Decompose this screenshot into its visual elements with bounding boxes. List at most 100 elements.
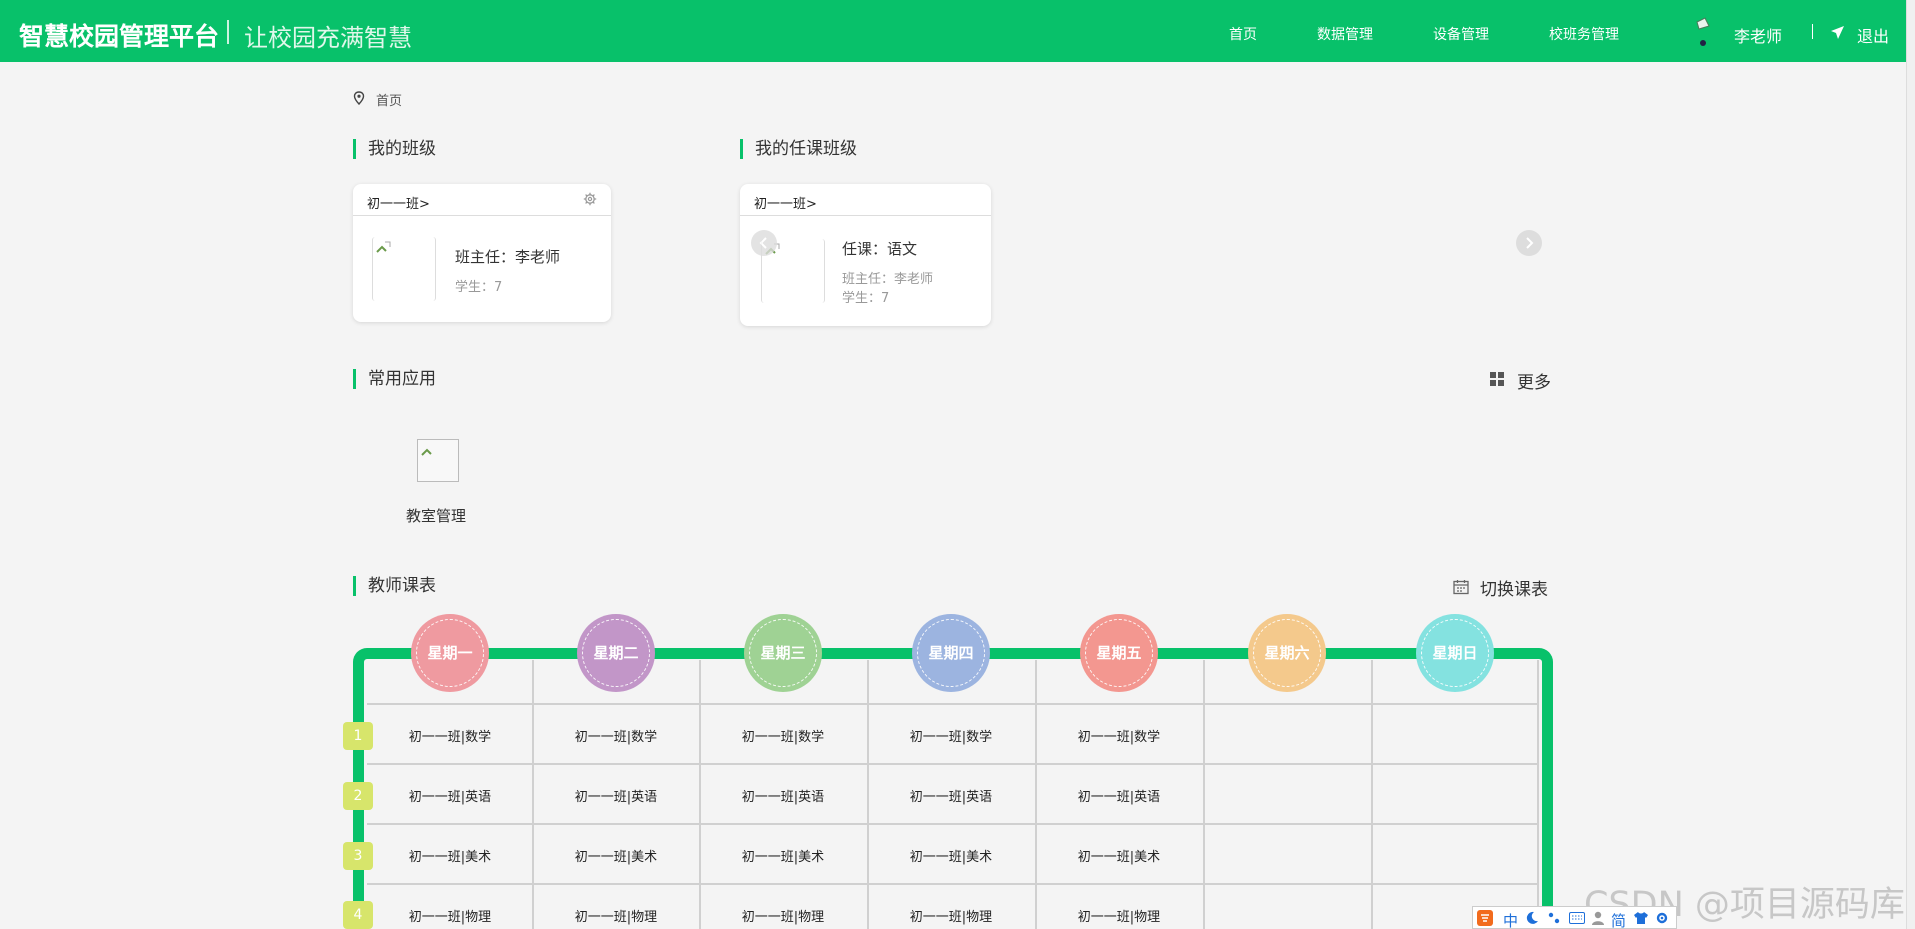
subject-label: 任课：语文 [842, 240, 918, 258]
top-header: 智慧校园管理平台 让校园充满智慧 首页 数据管理 设备管理 校班务管理 李老师 … [0, 0, 1915, 62]
day-header-badge: 星期二 [577, 614, 655, 692]
chevron-right-icon [1526, 237, 1534, 249]
more-apps-button[interactable]: 更多 [1490, 368, 1551, 393]
timetable-cell[interactable]: 初一一班|美术 [408, 850, 492, 865]
user-icon[interactable] [1591, 910, 1605, 926]
grid-column-line [1035, 660, 1037, 929]
skin-shirt-icon[interactable] [1633, 911, 1649, 925]
page-scrollbar[interactable] [1906, 0, 1915, 929]
teaching-class-title: 我的任课班级 [740, 139, 857, 159]
location-pin-icon [353, 91, 365, 105]
brand-title: 智慧校园管理平台 [19, 22, 220, 51]
student-count: 学生：7 [842, 291, 890, 306]
timetable-cell[interactable]: 初一一班|数学 [1077, 730, 1161, 745]
timetable-cell[interactable]: 初一一班|英语 [408, 790, 492, 805]
common-apps-title: 常用应用 [353, 369, 436, 389]
card-header: 初一一班> [353, 184, 611, 216]
grid-row-line [367, 763, 1539, 765]
timetable-cell[interactable]: 初一一班|英语 [1077, 790, 1161, 805]
my-class-card[interactable]: 初一一班> 班主任：李老师 学生：7 [353, 184, 611, 322]
timetable-cell[interactable]: 初一一班|英语 [741, 790, 825, 805]
switch-timetable-button[interactable]: 切换课表 [1453, 575, 1548, 600]
grid-column-line [699, 660, 701, 929]
breadcrumb-home[interactable]: 首页 [376, 94, 403, 109]
brand-divider [227, 20, 229, 44]
day-header-label: 星期三 [760, 644, 806, 662]
period-number-badge: 3 [343, 842, 373, 870]
day-header-badge: 星期六 [1248, 614, 1326, 692]
timetable-cell[interactable]: 初一一班|美术 [741, 850, 825, 865]
punctuation-icon[interactable] [1547, 911, 1561, 925]
timetable-cell[interactable]: 初一一班|物理 [909, 910, 993, 925]
avatar[interactable] [1694, 16, 1722, 48]
timetable-cell[interactable]: 初一一班|物理 [1077, 910, 1161, 925]
class-name-link[interactable]: 初一一班> [367, 197, 430, 212]
nav-device-management[interactable]: 设备管理 [1433, 27, 1489, 43]
sogou-logo-icon [1477, 910, 1493, 926]
timetable-cell[interactable]: 初一一班|美术 [1077, 850, 1161, 865]
more-apps-label: 更多 [1517, 373, 1551, 393]
day-header-label: 星期一 [427, 644, 473, 662]
nav-class-affairs[interactable]: 校班务管理 [1549, 27, 1619, 43]
period-number-badge: 4 [343, 901, 373, 929]
day-header-badge: 星期四 [912, 614, 990, 692]
grid-column-line [867, 660, 869, 929]
class-name-link[interactable]: 初一一班> [754, 197, 817, 212]
timetable-cell[interactable]: 初一一班|英语 [574, 790, 658, 805]
day-header-badge: 星期一 [411, 614, 489, 692]
user-name[interactable]: 李老师 [1734, 27, 1783, 46]
timetable-cell[interactable]: 初一一班|数学 [741, 730, 825, 745]
ime-chinese-mode[interactable]: 中 [1503, 912, 1519, 929]
timetable-cell[interactable]: 初一一班|数学 [909, 730, 993, 745]
brand-slogan: 让校园充满智慧 [244, 24, 412, 52]
header-divider [1812, 24, 1813, 39]
day-header-badge: 星期三 [744, 614, 822, 692]
day-header-label: 星期六 [1264, 644, 1310, 662]
timetable-cell[interactable]: 初一一班|物理 [741, 910, 825, 925]
period-number-badge: 2 [343, 782, 373, 810]
logout-button[interactable]: 退出 [1830, 23, 1889, 47]
grid-column-line [1537, 660, 1539, 929]
ime-toolbar[interactable]: 中 简 [1472, 906, 1677, 929]
classroom-app-label[interactable]: 教室管理 [406, 507, 467, 525]
nav-data-management[interactable]: 数据管理 [1317, 27, 1373, 43]
grid-column-line [532, 660, 534, 929]
grid-column-line [1203, 660, 1205, 929]
settings-gear-icon[interactable] [1655, 911, 1669, 925]
chevron-left-icon [759, 237, 767, 249]
broken-image-icon [421, 448, 432, 456]
timetable-cell[interactable]: 初一一班|美术 [574, 850, 658, 865]
timetable-cell[interactable]: 初一一班|物理 [408, 910, 492, 925]
carousel-next-button[interactable] [1516, 230, 1542, 256]
timetable-cell[interactable]: 初一一班|数学 [408, 730, 492, 745]
my-class-title: 我的班级 [353, 139, 436, 159]
switch-timetable-label: 切换课表 [1480, 580, 1548, 600]
head-teacher-label: 班主任：李老师 [455, 248, 561, 266]
grid-icon [1490, 372, 1504, 386]
nav-home[interactable]: 首页 [1229, 27, 1257, 43]
logout-label: 退出 [1857, 27, 1890, 46]
day-header-label: 星期四 [928, 644, 974, 662]
keyboard-icon[interactable] [1569, 912, 1585, 924]
send-icon [1831, 26, 1844, 39]
broken-image-icon [376, 241, 391, 253]
teaching-class-card[interactable]: 初一一班> 任课：语文 班主任：李老师 学生：7 [740, 184, 991, 326]
timetable-cell[interactable]: 初一一班|美术 [909, 850, 993, 865]
day-header-label: 星期日 [1432, 644, 1478, 662]
head-teacher-label: 班主任：李老师 [842, 272, 934, 287]
settings-gear-icon[interactable] [583, 192, 597, 206]
class-photo [372, 237, 436, 301]
classroom-app-icon[interactable] [417, 439, 459, 482]
timetable-cell[interactable]: 初一一班|数学 [574, 730, 658, 745]
moon-icon[interactable] [1525, 911, 1539, 925]
day-header-badge: 星期日 [1416, 614, 1494, 692]
carousel-prev-button[interactable] [751, 230, 777, 256]
breadcrumb: 首页 [353, 90, 402, 109]
timetable-cell[interactable]: 初一一班|物理 [574, 910, 658, 925]
timetable-cell[interactable]: 初一一班|英语 [909, 790, 993, 805]
day-header-label: 星期二 [593, 644, 639, 662]
timetable-title: 教师课表 [353, 576, 436, 596]
grid-row-line [367, 823, 1539, 825]
ime-simplified-mode[interactable]: 简 [1611, 912, 1627, 929]
grid-row-line [367, 883, 1539, 885]
